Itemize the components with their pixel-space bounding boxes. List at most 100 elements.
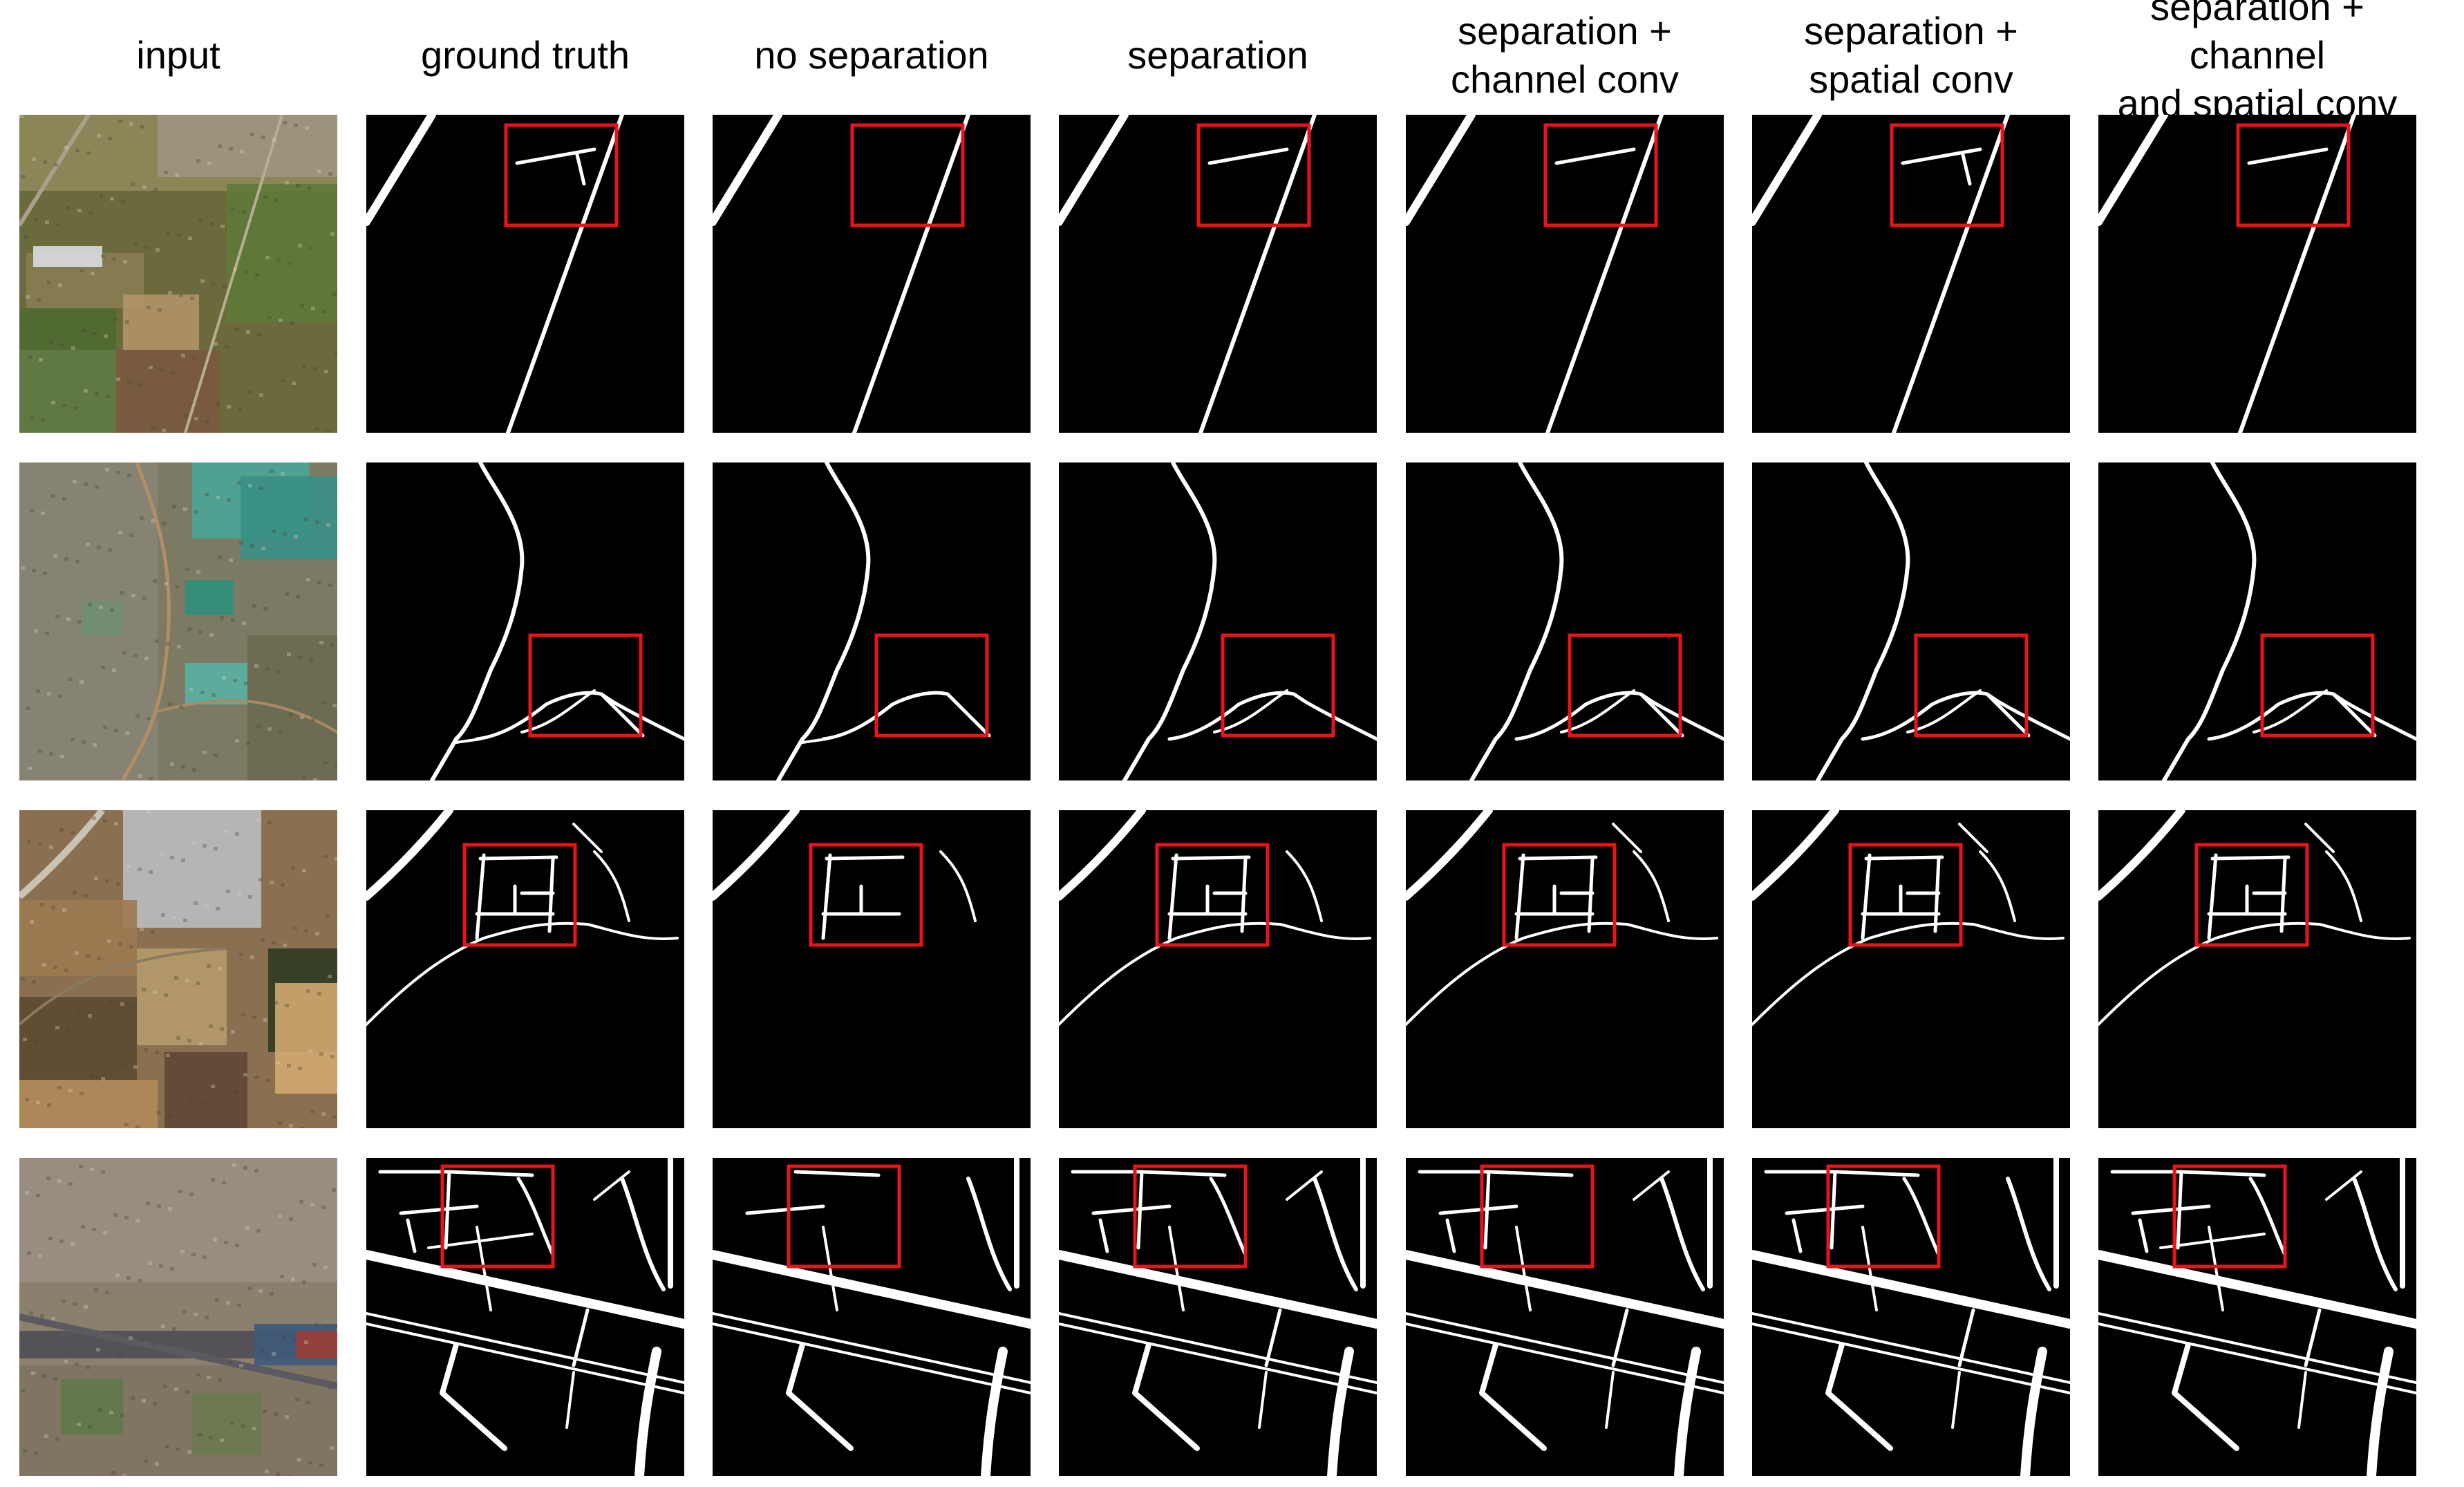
- road-segment: [440, 1342, 507, 1451]
- road-prediction-mask: [1406, 1158, 1724, 1476]
- road-segment: [1633, 850, 1670, 922]
- road-segment: [1961, 153, 1972, 186]
- road-segment: [1979, 850, 2016, 922]
- road-segment: [2006, 1177, 2051, 1291]
- highlight-box: [1543, 123, 1658, 227]
- road-segment: [2098, 810, 2185, 901]
- highlight-box: [1480, 1164, 1595, 1269]
- tile-example-2-separation: [1059, 462, 1377, 780]
- road-segment: [946, 692, 991, 738]
- road-segment: [1406, 1312, 1724, 1384]
- road-segment: [2138, 1218, 2149, 1253]
- road-segment: [1168, 1226, 1185, 1311]
- road-segment: [2297, 1371, 2307, 1429]
- road-segment: [821, 691, 950, 741]
- road-prediction-mask: [1752, 462, 2070, 780]
- road-segment: [713, 1322, 1031, 1394]
- road-segment: [427, 1233, 534, 1249]
- road-segment: [852, 115, 970, 433]
- ground-truth-mask: [366, 810, 684, 1128]
- road-segment: [366, 115, 436, 226]
- road-segment: [366, 1250, 684, 1329]
- road-segment: [1554, 147, 1636, 165]
- road-segment: [455, 738, 482, 744]
- road-segment: [1825, 1342, 1893, 1451]
- tile-example-2-separation-channel-spatial-conv: [2098, 462, 2416, 780]
- road-prediction-mask: [1406, 810, 1724, 1128]
- tile-example-1-ground-truth: [366, 115, 684, 433]
- road-segment: [1752, 1322, 2070, 1394]
- road-segment: [1286, 1170, 1323, 1201]
- road-segment: [1207, 147, 1289, 165]
- road-segment: [1098, 1218, 1109, 1253]
- road-segment: [1059, 810, 1146, 901]
- column-header-input: input: [136, 33, 220, 77]
- road-segment: [565, 1371, 575, 1429]
- highlight-box: [787, 1164, 901, 1269]
- road-prediction-mask: [1752, 115, 2070, 433]
- highlight-box: [874, 633, 989, 738]
- tile-example-1-no-separation: [713, 115, 1031, 433]
- highlight-box: [1568, 633, 1682, 738]
- road-segment: [430, 462, 525, 780]
- road-segment: [1545, 115, 1664, 433]
- ground-truth-mask: [366, 1158, 684, 1476]
- road-segment: [1957, 1308, 1975, 1367]
- road-segment: [821, 853, 832, 940]
- road-prediction-mask: [1059, 1158, 1377, 1476]
- aerial-image: [19, 810, 337, 1128]
- road-segment: [1313, 1177, 1358, 1291]
- road-segment: [1059, 1322, 1377, 1394]
- road-segment: [1861, 853, 1872, 940]
- tile-example-2-ground-truth: [366, 462, 684, 780]
- road-segment: [1514, 853, 1525, 940]
- road-segment: [366, 1322, 684, 1394]
- road-segment: [1752, 115, 1822, 226]
- road-segment: [939, 850, 977, 922]
- road-prediction-mask: [1059, 462, 1377, 780]
- road-segment: [1633, 1170, 1670, 1201]
- road-segment: [1861, 691, 1989, 741]
- road-prediction-mask: [713, 462, 1031, 780]
- tile-example-4-separation-channel-conv: [1406, 1158, 1724, 1476]
- road-segment: [1951, 1371, 1961, 1429]
- road-segment: [1167, 853, 1178, 940]
- road-prediction-mask: [1752, 810, 2070, 1128]
- highlight-box: [2194, 843, 2309, 947]
- road-segment: [2172, 1342, 2239, 1451]
- aerial-image: [19, 1158, 337, 1476]
- road-segment: [966, 1177, 1012, 1291]
- road-prediction-mask: [2098, 810, 2416, 1128]
- road-segment: [981, 1347, 1008, 1476]
- column-header-separation-channel-spatial-conv: separation + channel and spatial conv: [2117, 0, 2398, 125]
- road-segment: [2304, 823, 2335, 853]
- column-header-ground-truth: ground truth: [421, 33, 630, 77]
- highlight-box: [1890, 123, 2004, 227]
- road-segment: [1264, 1308, 1282, 1367]
- road-segment: [515, 147, 596, 165]
- tile-example-3-no-separation: [713, 810, 1031, 1128]
- road-segment: [506, 115, 624, 433]
- road-prediction-mask: [1059, 810, 1377, 1128]
- road-prediction-mask: [1752, 1158, 2070, 1476]
- road-segment: [825, 855, 905, 861]
- road-segment: [593, 1170, 630, 1201]
- road-segment: [1833, 1170, 1920, 1177]
- road-segment: [634, 1347, 661, 1476]
- tile-example-3-input: [19, 810, 337, 1128]
- tile-example-4-ground-truth: [366, 1158, 684, 1476]
- road-segment: [1752, 1312, 2070, 1384]
- road-segment: [2207, 853, 2218, 940]
- road-segment: [1816, 462, 1910, 780]
- highlight-box: [1196, 123, 1311, 227]
- road-segment: [475, 691, 603, 741]
- road-prediction-mask: [2098, 462, 2416, 780]
- road-segment: [1406, 1322, 1724, 1394]
- tile-example-1-separation-channel-conv: [1406, 115, 1724, 433]
- tile-example-1-separation: [1059, 115, 1377, 433]
- road-segment: [776, 462, 871, 780]
- highlight-box: [1155, 843, 1270, 947]
- highlight-box: [850, 123, 965, 227]
- highlight-box: [1914, 633, 2029, 738]
